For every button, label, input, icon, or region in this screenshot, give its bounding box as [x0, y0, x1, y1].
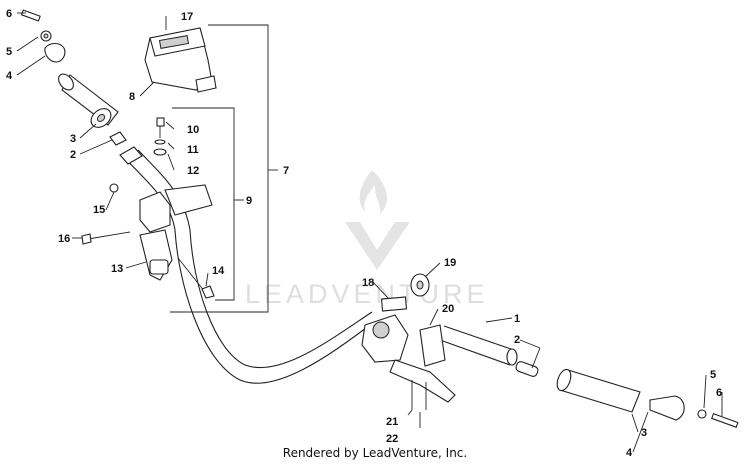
callout-12: 12 — [187, 165, 199, 177]
callout-labels: 6 5 4 3 2 8 17 7 9 10 11 12 15 16 13 14 … — [6, 8, 722, 459]
callout-18: 18 — [362, 277, 374, 289]
clamp-assembly — [81, 183, 215, 299]
bolt-stack — [153, 117, 167, 156]
callout-5-right: 5 — [710, 369, 716, 381]
callout-1: 1 — [514, 313, 520, 325]
callout-2-right: 2 — [514, 334, 520, 346]
callout-6: 6 — [6, 8, 12, 20]
callout-13: 13 — [111, 263, 123, 275]
callout-4: 4 — [6, 70, 13, 82]
leadventure-watermark: LEADVENTURE — [245, 170, 489, 309]
handlebar — [119, 146, 518, 384]
v-logo-icon — [345, 222, 410, 270]
leader-lines — [16, 12, 723, 453]
callout-7: 7 — [283, 165, 289, 177]
right-control-assembly — [361, 273, 739, 428]
left-grip-assembly — [20, 9, 127, 146]
callout-6-right: 6 — [716, 387, 722, 399]
callout-15: 15 — [93, 204, 105, 216]
render-credit: Rendered by LeadVenture, Inc. — [282, 446, 468, 460]
callout-19: 19 — [444, 257, 456, 269]
callout-22: 22 — [386, 433, 398, 445]
flame-logo-icon — [359, 170, 387, 214]
callout-11: 11 — [187, 144, 199, 156]
switch-housing — [144, 27, 217, 93]
callout-2: 2 — [70, 149, 76, 161]
callout-4-right: 4 — [626, 447, 633, 459]
callout-14: 14 — [212, 265, 225, 277]
callout-21: 21 — [386, 416, 398, 428]
callout-9: 9 — [246, 195, 252, 207]
group-brackets — [170, 24, 278, 313]
callout-16: 16 — [58, 233, 70, 245]
callout-5: 5 — [6, 46, 12, 58]
callout-8: 8 — [129, 91, 135, 103]
callout-17: 17 — [181, 11, 193, 23]
callout-3-right: 3 — [641, 427, 647, 439]
callout-10: 10 — [187, 124, 199, 136]
watermark-brand: LEADVENTURE — [245, 279, 489, 309]
callout-20: 20 — [442, 303, 454, 315]
callout-3: 3 — [70, 133, 76, 145]
